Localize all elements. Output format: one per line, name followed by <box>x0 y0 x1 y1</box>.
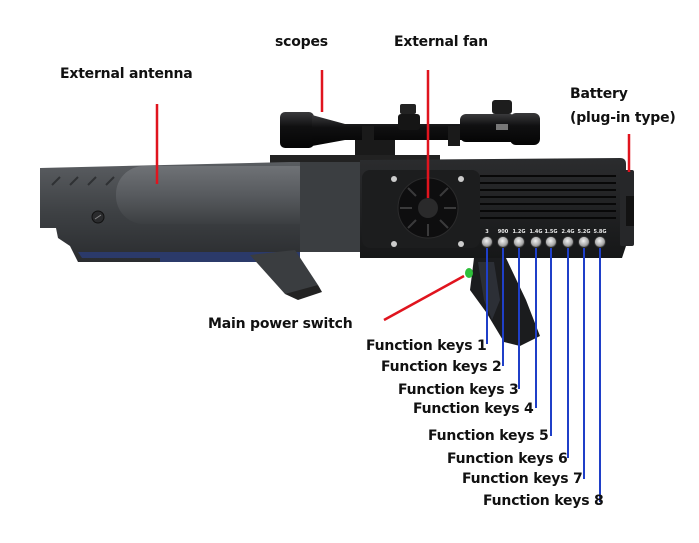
device-body <box>40 158 634 346</box>
function-key-button-1[interactable] <box>481 236 493 248</box>
band-label-2: 900 <box>497 229 509 235</box>
band-label-8: 5.8G <box>593 229 607 235</box>
scope <box>270 100 540 163</box>
label-function-key-8: Function keys 8 <box>483 493 604 509</box>
band-label-7: 5.2G <box>577 229 591 235</box>
label-external-fan: External fan <box>394 34 488 50</box>
function-key-button-6[interactable] <box>562 236 574 248</box>
label-function-key-1: Function keys 1 <box>366 338 487 354</box>
label-function-key-5: Function keys 5 <box>428 428 549 444</box>
function-key-button-8[interactable] <box>594 236 606 248</box>
label-function-key-7: Function keys 7 <box>462 471 583 487</box>
red-leaders <box>155 70 631 322</box>
band-label-5: 1.5G <box>544 229 558 235</box>
band-label-4: 1.4G <box>529 229 543 235</box>
function-key-buttons <box>481 236 606 248</box>
label-main-power-switch: Main power switch <box>208 316 353 332</box>
band-label-1: 3 <box>485 229 489 235</box>
label-function-key-3: Function keys 3 <box>398 382 519 398</box>
label-battery: Battery <box>570 86 628 102</box>
function-key-button-3[interactable] <box>513 236 525 248</box>
band-label-6: 2.4G <box>561 229 575 235</box>
power-switch-leader-line <box>383 274 465 322</box>
label-function-key-2: Function keys 2 <box>381 359 502 375</box>
label-battery-type: (plug-in type) <box>570 110 676 126</box>
power-switch[interactable] <box>465 268 473 278</box>
band-label-3: 1.2G <box>512 229 526 235</box>
function-key-button-4[interactable] <box>530 236 542 248</box>
function-key-button-7[interactable] <box>578 236 590 248</box>
label-scopes: scopes <box>275 34 328 50</box>
function-key-button-5[interactable] <box>545 236 557 248</box>
cooling-vents <box>480 175 616 219</box>
label-external-antenna: External antenna <box>60 66 193 82</box>
label-function-key-6: Function keys 6 <box>447 451 568 467</box>
grip-chevrons <box>51 176 115 186</box>
function-key-button-2[interactable] <box>497 236 509 248</box>
label-function-key-4: Function keys 4 <box>413 401 534 417</box>
fan-grille <box>397 177 459 239</box>
blue-leaders <box>486 248 601 502</box>
